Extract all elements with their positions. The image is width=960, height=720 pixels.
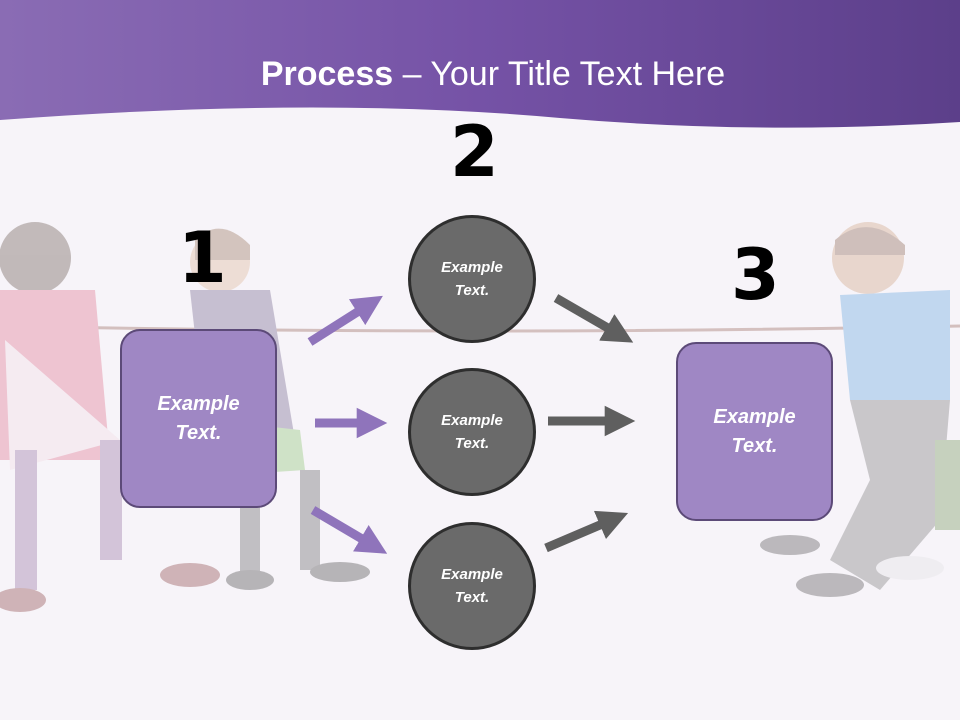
arrow-up-right-gray — [544, 510, 629, 553]
circle-top-line2: Text. — [454, 282, 490, 299]
circle-bottom-line1: Example — [441, 566, 503, 583]
step-number-2: 2 — [450, 111, 499, 193]
page-title: Process – Your Title Text Here — [0, 52, 960, 96]
step-3-box-line2: Text. — [731, 434, 778, 457]
title-rest: – Your Title Text Here — [393, 55, 726, 93]
header-banner — [0, 0, 960, 128]
circle-middle-line1: Example — [441, 412, 503, 429]
step-1-box-line2: Text. — [175, 421, 222, 444]
circle-top-line1: Example — [441, 259, 503, 276]
title-bold: Process — [260, 55, 394, 93]
arrow-down-right-purple — [310, 506, 388, 554]
arrow-up-right-purple — [307, 295, 383, 346]
step-number-1: 1 — [178, 217, 227, 299]
circle-bottom-line2: Text. — [454, 589, 490, 606]
arrow-down-right-gray — [553, 294, 634, 343]
step-1-box-line1: Example — [157, 392, 240, 415]
step-3-box-line1: Example — [713, 405, 796, 428]
circle-middle-line2: Text. — [454, 435, 490, 452]
step-number-3: 3 — [731, 234, 780, 316]
